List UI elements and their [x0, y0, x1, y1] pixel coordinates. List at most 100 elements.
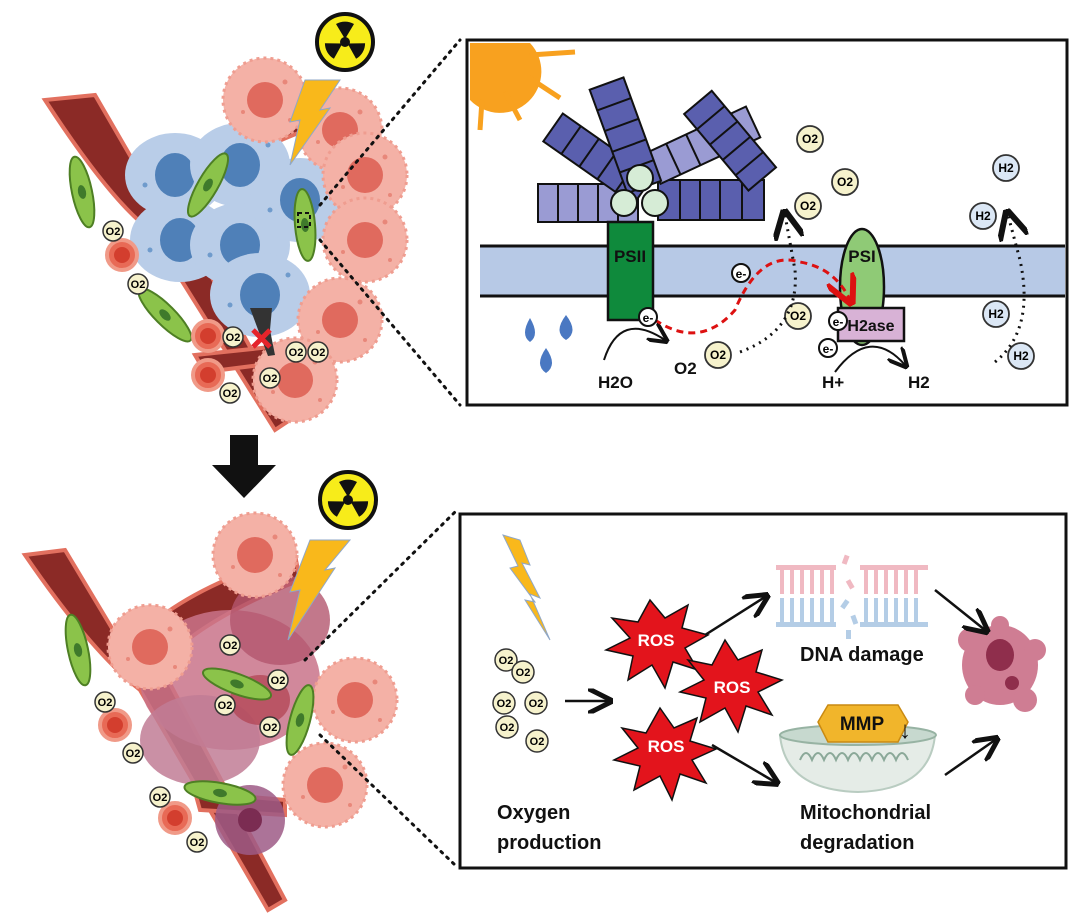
red-blood-cell	[105, 238, 139, 272]
dna-damage-label: DNA damage	[800, 644, 924, 666]
svg-text:e-: e-	[736, 267, 747, 281]
decrease-arrow-icon: ↓	[899, 717, 911, 744]
svg-text:O2: O2	[800, 199, 816, 213]
svg-text:O2: O2	[223, 388, 238, 400]
o2-cluster: O2 O2 O2 O2 O2 O2	[492, 648, 549, 753]
svg-text:O2: O2	[153, 792, 168, 804]
svg-text:H2: H2	[1013, 349, 1029, 363]
h2-bubbles-detail: H2 H2 H2 H2	[969, 154, 1035, 370]
normal-cell	[311, 656, 399, 744]
psii-complex	[606, 220, 655, 322]
svg-text:O2: O2	[802, 132, 818, 146]
lightning-icon	[287, 539, 352, 641]
arrow	[711, 743, 775, 782]
red-blood-cell	[191, 358, 225, 392]
zoom-line	[318, 733, 457, 867]
oxygen-label-line2: production	[497, 832, 601, 854]
zoom-focus-marker	[297, 212, 311, 228]
svg-text:O2: O2	[106, 226, 121, 238]
red-blood-cell	[158, 801, 192, 835]
svg-text:e-: e-	[823, 342, 834, 356]
panel-frame	[458, 512, 1068, 870]
svg-text:O2: O2	[223, 640, 238, 652]
ros-burst: ROS	[611, 706, 719, 803]
lightning-icon	[502, 534, 551, 641]
svg-text:O2: O2	[499, 655, 514, 667]
arrow	[934, 589, 985, 630]
normal-cell	[281, 741, 369, 829]
mmp-badge: MMP	[817, 704, 909, 743]
mechanism-panel: O2 O2 O2 O2 O2 O2 ROS ROS ROS	[458, 512, 1068, 870]
svg-text:O2: O2	[311, 347, 326, 359]
radiation-icon	[315, 12, 375, 72]
svg-text:O2: O2	[289, 347, 304, 359]
svg-text:O2: O2	[500, 722, 515, 734]
down-arrow-icon	[212, 435, 276, 498]
arrow	[944, 740, 995, 777]
o2-release-arrow	[739, 215, 795, 354]
mito-label-line2: degradation	[800, 832, 914, 854]
antenna-complex	[537, 76, 778, 223]
svg-text:O2: O2	[131, 279, 146, 291]
svg-text:e-: e-	[643, 311, 654, 325]
h2-product-label: H2	[908, 373, 930, 392]
normal-cell	[106, 603, 194, 691]
svg-text:O2: O2	[497, 698, 512, 710]
svg-text:O2: O2	[263, 373, 278, 385]
electron-membrane: e-	[731, 263, 751, 283]
dead-cancer-cell-icon	[958, 616, 1046, 712]
lightning-icon	[289, 79, 341, 166]
svg-text:O2: O2	[710, 348, 726, 362]
zoom-line	[303, 510, 457, 662]
electron-h2ase: e-	[818, 338, 838, 358]
hplus-label: H+	[822, 373, 844, 392]
svg-text:H2: H2	[975, 209, 991, 223]
normal-cell	[211, 511, 299, 599]
svg-text:ROS: ROS	[638, 631, 675, 650]
radiation-icon	[318, 470, 378, 530]
thylakoid-membrane	[480, 246, 1065, 296]
normal-cell	[221, 56, 309, 144]
photosynthesis-panel: PSII PSI H2ase e- e- e- e- H2O O2 O2 O2 …	[465, 38, 1069, 407]
oxygen-label-line1: Oxygen	[497, 802, 570, 824]
svg-text:O2: O2	[226, 332, 241, 344]
o2-bubbles-detail: O2 O2 O2 O2 O2	[704, 125, 859, 369]
psi-label: PSI	[848, 247, 875, 266]
dna-damage-icon	[776, 554, 928, 639]
sun-icon	[470, 43, 576, 131]
electron-psii: e-	[638, 307, 658, 327]
water-split-arrow	[603, 329, 665, 361]
mito-label-line1: Mitochondrial	[800, 802, 931, 824]
electron-psi: e-	[828, 311, 848, 331]
h2-release-arrow	[994, 215, 1024, 364]
x-mark-icon	[251, 328, 272, 349]
svg-text:O2: O2	[263, 722, 278, 734]
electron-transport-path	[654, 258, 850, 335]
psii-label: PSII	[614, 247, 646, 266]
svg-text:O2: O2	[126, 748, 141, 760]
svg-text:H2: H2	[988, 307, 1004, 321]
hydrogen-production-arrow	[834, 345, 905, 373]
svg-text:e-: e-	[833, 315, 844, 329]
svg-text:O2: O2	[529, 698, 544, 710]
svg-text:O2: O2	[218, 700, 233, 712]
bottom-tumor-illustration: O2 O2 O2 O2 O2 O2 O2 O2	[21, 470, 399, 913]
normal-cell	[321, 196, 409, 284]
h2ase-label: H2ase	[847, 318, 894, 335]
water-label: H2O	[598, 373, 633, 392]
svg-text:O2: O2	[271, 675, 286, 687]
svg-text:O2: O2	[516, 667, 531, 679]
svg-text:ROS: ROS	[714, 678, 751, 697]
o2-bubbles-top: O2 O2 O2 O2 O2 O2 O2	[102, 220, 329, 404]
arrow	[704, 597, 765, 637]
svg-text:O2: O2	[530, 736, 545, 748]
svg-text:O2: O2	[98, 697, 113, 709]
ros-burst: ROS	[603, 598, 710, 690]
svg-text:O2: O2	[837, 175, 853, 189]
red-blood-cell	[191, 319, 225, 353]
svg-text:O2: O2	[190, 837, 205, 849]
o2-bubbles-bottom: O2 O2 O2 O2 O2 O2 O2 O2	[94, 634, 289, 853]
svg-text:O2: O2	[790, 309, 806, 323]
water-drops-icon	[525, 315, 573, 373]
